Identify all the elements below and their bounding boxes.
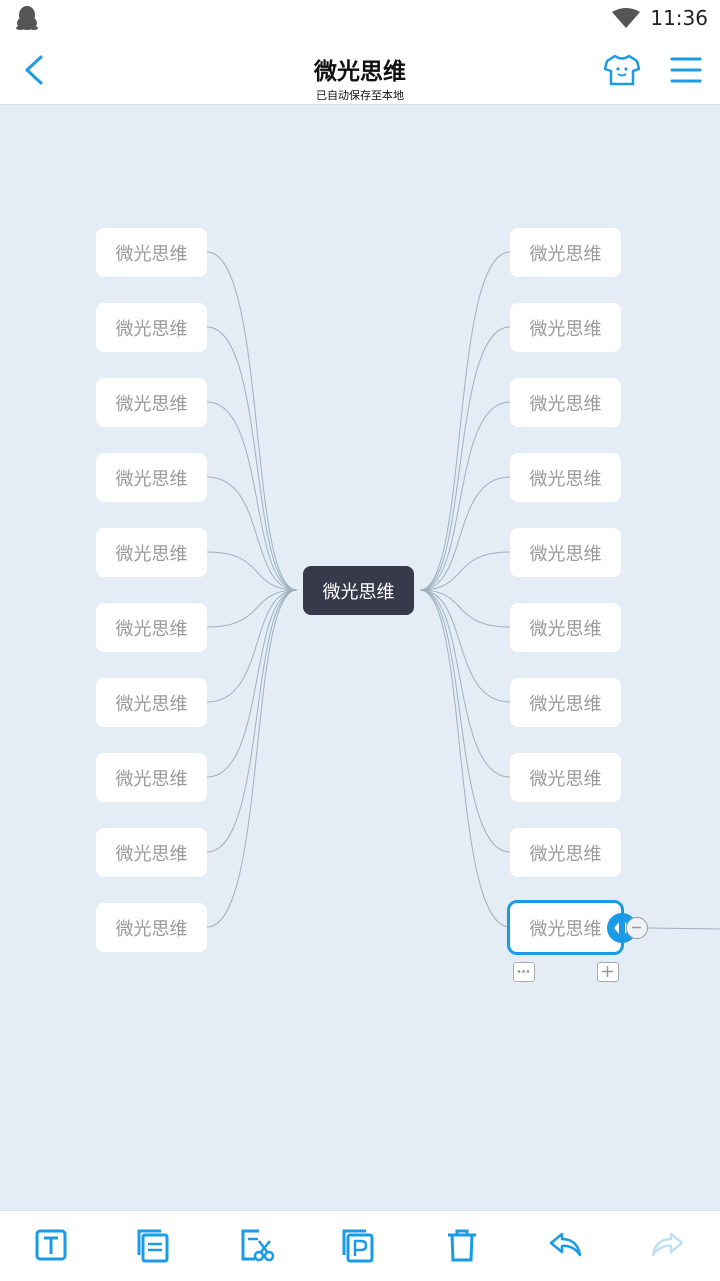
- right-topic-node[interactable]: 微光思维: [510, 753, 621, 802]
- connector-line: [206, 589, 298, 778]
- bottom-toolbar: [0, 1210, 720, 1281]
- connector-line: [419, 251, 511, 591]
- text-icon[interactable]: [33, 1227, 69, 1263]
- connector-line: [206, 551, 298, 591]
- theme-shirt-icon[interactable]: [602, 52, 642, 88]
- connector-line: [419, 589, 511, 628]
- right-topic-node[interactable]: 微光思维: [510, 678, 621, 727]
- left-topic-node[interactable]: 微光思维: [96, 528, 207, 577]
- status-time: 11:36: [650, 6, 708, 30]
- connector-line: [206, 589, 298, 853]
- connector-line: [419, 326, 511, 591]
- right-topic-node[interactable]: 微光思维: [510, 828, 621, 877]
- add-child-icon[interactable]: [597, 962, 619, 982]
- connector-line: [206, 326, 298, 591]
- connector-line: [419, 551, 511, 591]
- copy-icon[interactable]: [135, 1227, 171, 1263]
- connector-lines: [206, 251, 720, 930]
- connector-line: [419, 476, 511, 591]
- right-topic-node[interactable]: 微光思维: [510, 228, 621, 277]
- right-topic-node[interactable]: 微光思维: [510, 603, 621, 652]
- connector-line: [206, 589, 298, 928]
- connector-line: [206, 251, 298, 591]
- app-header: 微光思维 已自动保存至本地: [0, 36, 720, 105]
- central-topic[interactable]: 微光思维: [303, 566, 414, 615]
- connector-line: [206, 476, 298, 591]
- delete-icon[interactable]: [444, 1227, 480, 1263]
- connector-line: [419, 589, 511, 703]
- connector-line: [419, 401, 511, 591]
- status-bar: 11:36: [0, 0, 720, 36]
- connector-line: [206, 589, 298, 703]
- left-topic-node[interactable]: 微光思维: [96, 378, 207, 427]
- paste-icon[interactable]: [340, 1227, 376, 1263]
- page-title: 微光思维: [314, 59, 406, 85]
- connector-line: [206, 589, 298, 628]
- right-topic-node[interactable]: 微光思维: [510, 528, 621, 577]
- connector-line: [206, 401, 298, 591]
- wifi-icon: [612, 8, 640, 28]
- left-topic-node[interactable]: 微光思维: [96, 753, 207, 802]
- left-topic-node[interactable]: 微光思维: [96, 303, 207, 352]
- left-topic-node[interactable]: 微光思维: [96, 678, 207, 727]
- selected-topic-node[interactable]: 微光思维: [507, 900, 624, 955]
- back-icon[interactable]: [20, 52, 50, 88]
- left-topic-node[interactable]: 微光思维: [96, 228, 207, 277]
- left-topic-node[interactable]: 微光思维: [96, 603, 207, 652]
- redo-icon[interactable]: [650, 1227, 686, 1263]
- connector-line: [419, 589, 511, 778]
- connector-line: [419, 589, 511, 928]
- cut-icon[interactable]: [239, 1227, 275, 1263]
- save-status: 已自动保存至本地: [316, 89, 404, 102]
- connector-line: [419, 589, 511, 853]
- right-topic-node[interactable]: 微光思维: [510, 303, 621, 352]
- menu-icon[interactable]: [668, 54, 704, 86]
- right-topic-node[interactable]: 微光思维: [510, 453, 621, 502]
- right-topic-node[interactable]: 微光思维: [510, 378, 621, 427]
- left-topic-node[interactable]: 微光思维: [96, 453, 207, 502]
- more-options-icon[interactable]: [513, 962, 535, 982]
- left-topic-node[interactable]: 微光思维: [96, 903, 207, 952]
- mindmap-canvas[interactable]: 微光思维 微光思维微光思维微光思维微光思维微光思维微光思维微光思维微光思维微光思…: [0, 105, 720, 1210]
- left-topic-node[interactable]: 微光思维: [96, 828, 207, 877]
- connector-line: [647, 927, 720, 930]
- qq-icon: [16, 6, 38, 30]
- collapse-toggle-icon[interactable]: [626, 917, 648, 939]
- undo-icon[interactable]: [547, 1227, 583, 1263]
